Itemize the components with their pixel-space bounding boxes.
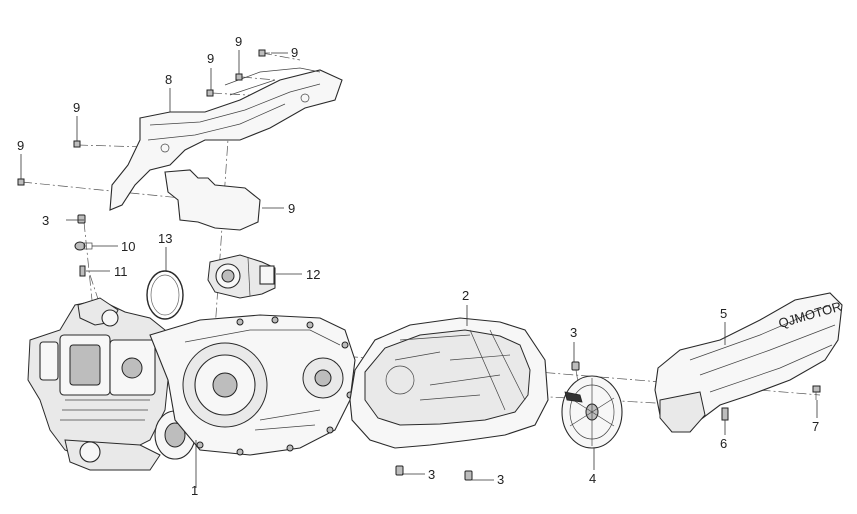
bolt-3-icon: [464, 470, 473, 481]
part-8-upper-cover: [109, 67, 343, 211]
callout-14: 13: [158, 231, 172, 246]
part-2-cvt-cover: [349, 317, 549, 449]
callout-1: 1: [191, 483, 198, 498]
bolt-7-icon: [812, 385, 821, 400]
bolt-9-icon: [235, 73, 243, 81]
callout-labels: 1 2 3 3 3 3 4 5 6 7 8 9 9 9 9 9 9 10 11 …: [17, 34, 819, 498]
bolt-9-icon: [206, 89, 214, 97]
screw-12-icon: [79, 265, 86, 277]
bolt-3-icon: [571, 361, 580, 371]
callout-7: 7: [812, 419, 819, 434]
part-1-engine: [27, 297, 362, 471]
callout-6: 6: [720, 436, 727, 451]
bolt-9-icon: [17, 178, 25, 186]
callout-3: 3: [428, 467, 435, 482]
callout-9: 9: [17, 138, 24, 153]
part-4-fan-cover: [561, 375, 623, 449]
part-10-heat-pad: [164, 169, 261, 231]
callout-2: 2: [462, 288, 469, 303]
callout-11: 10: [121, 239, 135, 254]
callout-9: 9: [291, 45, 298, 60]
callout-8: 8: [165, 72, 172, 87]
part-6-stud: [721, 407, 729, 421]
bolt-3-icon: [77, 214, 86, 224]
bolt-9-icon: [73, 140, 81, 148]
callout-9: 9: [73, 100, 80, 115]
callout-9: 9: [235, 34, 242, 49]
bolt-9-icon: [258, 49, 270, 57]
part-14-clamp-ring: [146, 270, 184, 320]
part-5-side-cover: QJMOTOR: [654, 292, 843, 433]
bolt-3-icon: [395, 465, 404, 476]
callout-12: 11: [114, 264, 128, 279]
callout-10: 9: [288, 201, 295, 216]
callout-9: 9: [207, 51, 214, 66]
callout-3: 3: [497, 472, 504, 487]
leader-lines: [20, 50, 818, 488]
part-13-throttle-body: [207, 254, 276, 299]
callout-13: 12: [306, 267, 320, 282]
fasteners: [17, 49, 821, 481]
callout-3: 3: [570, 325, 577, 340]
callout-5: 5: [720, 306, 727, 321]
callout-4: 4: [589, 471, 596, 486]
clamp-11-icon: [74, 241, 93, 251]
callout-3: 3: [42, 213, 49, 228]
